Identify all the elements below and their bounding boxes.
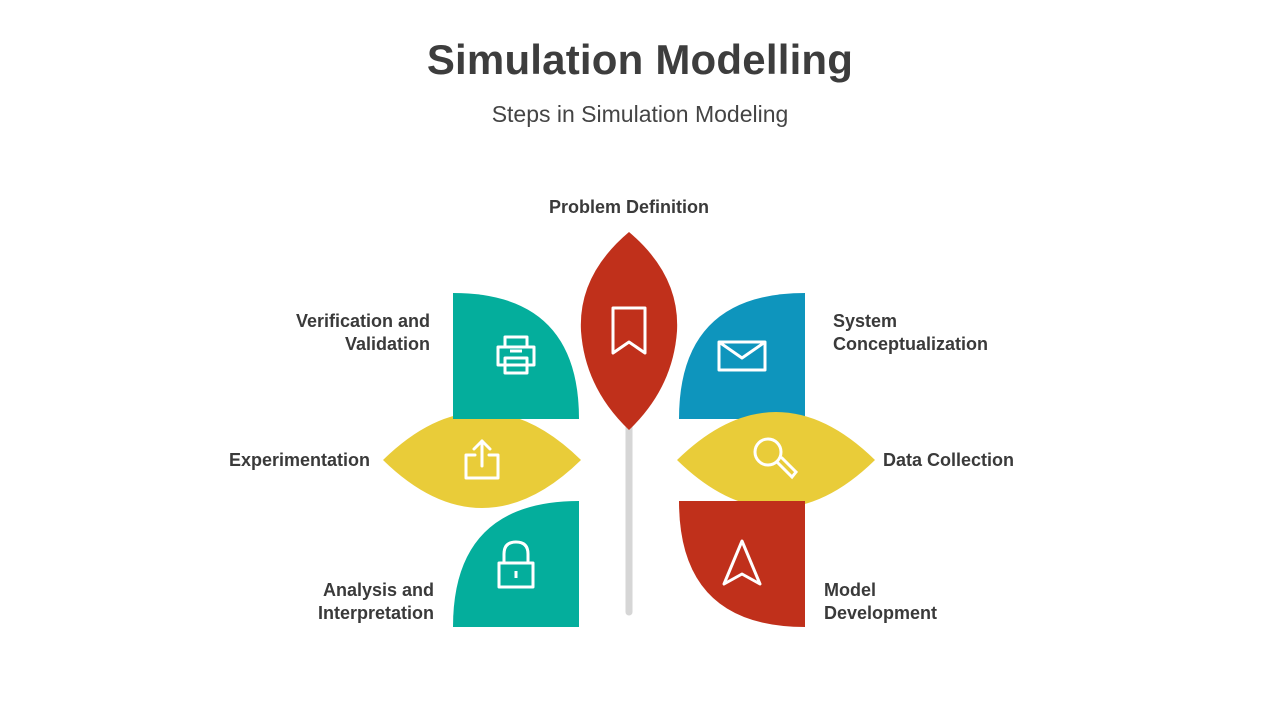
page-title: Simulation Modelling [426,36,854,83]
step-label-line: Development [824,603,938,623]
share-upload-icon [464,439,500,480]
step-label-line: Model [824,580,876,600]
petal-problem-definition [580,232,678,430]
printer-icon [496,335,536,375]
step-label-experimentation: Experimentation [228,450,370,470]
envelope-icon [717,340,767,372]
step-label-line: Verification and [295,311,430,331]
step-label-line: System [833,311,898,331]
page-subtitle: Steps in Simulation Modeling [491,101,789,127]
step-label-line: Interpretation [317,603,434,623]
step-label-model-development: Model Development [824,579,937,625]
step-label-data-collection: Data Collection [883,450,1015,470]
petal-verification-validation [453,293,579,419]
step-label-analysis-interpretation: Analysis and Interpretation [234,579,434,625]
step-label-line: Validation [344,334,430,354]
navigation-arrow-icon [722,539,762,586]
petal-model-development [679,501,805,627]
step-label-problem-definition: Problem Definition [548,197,709,217]
step-label-line: Analysis and [322,580,434,600]
bookmark-icon [611,306,647,355]
padlock-icon [497,540,535,589]
step-label-system-conceptualization: System Conceptualization [833,310,988,356]
petal-data-collection [677,412,875,508]
step-label-verification-validation: Verification and Validation [230,310,430,356]
magnifier-icon [753,437,799,480]
petal-system-conceptualization [679,293,805,419]
step-label-line: Conceptualization [833,334,989,354]
